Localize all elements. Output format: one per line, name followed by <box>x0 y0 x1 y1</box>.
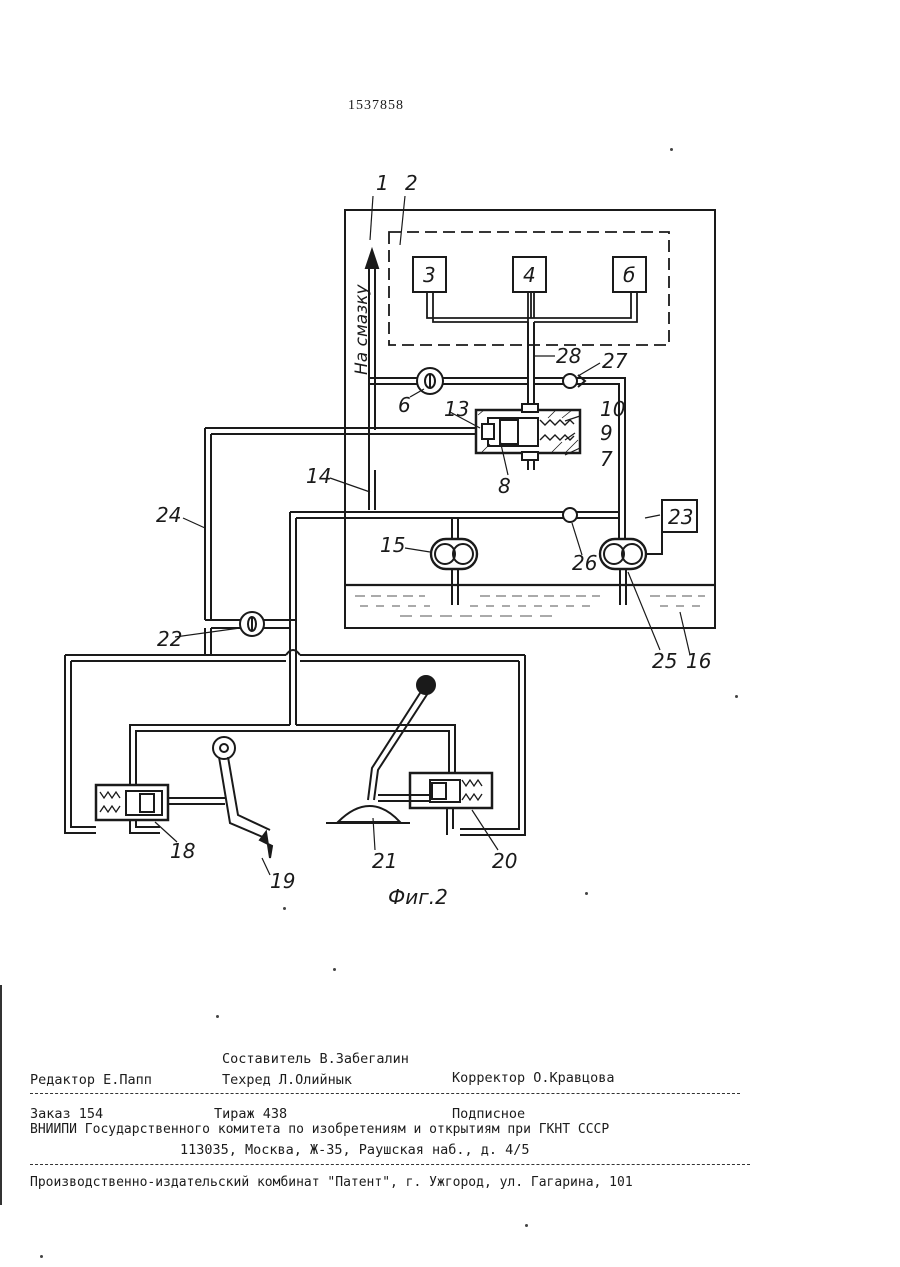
label-7: 7 <box>600 447 613 471</box>
figure-caption: Фиг.2 <box>388 885 448 909</box>
label-16: 16 <box>686 649 711 673</box>
imprint-editor: Редактор Е.Папп <box>30 1072 152 1088</box>
label-19: 19 <box>270 869 295 893</box>
separator-rule <box>30 1093 740 1094</box>
scan-speck <box>525 1224 528 1227</box>
imprint-subscription: Подписное <box>452 1106 525 1122</box>
lever-base-21 <box>338 806 400 822</box>
label-25: 25 <box>652 649 677 673</box>
label-23: 23 <box>668 505 693 529</box>
label-1: 1 <box>376 171 389 195</box>
scan-speck <box>40 1255 43 1258</box>
imprint-institute: ВНИИПИ Государственного комитета по изоб… <box>30 1122 609 1137</box>
scan-speck <box>283 907 286 910</box>
scan-speck <box>670 148 673 151</box>
label-14: 14 <box>306 464 331 488</box>
label-24: 24 <box>156 503 181 527</box>
imprint-techred: Техред Л.Олийнык <box>222 1072 352 1088</box>
imprint-printer: Производственно-издательский комбинат "П… <box>30 1175 633 1190</box>
label-5: б <box>623 263 635 287</box>
label-22: 22 <box>157 627 182 651</box>
scan-speck <box>216 1015 219 1018</box>
label-13: 13 <box>444 397 469 421</box>
check-valve-27 <box>563 374 577 388</box>
label-4: 4 <box>523 263 536 287</box>
check-valve-26 <box>563 508 577 522</box>
scan-edge-line <box>0 985 2 1205</box>
vertical-label: На смазку <box>352 283 372 375</box>
label-20: 20 <box>492 849 517 873</box>
imprint-circulation: Тираж 438 <box>214 1106 287 1122</box>
hydraulic-diagram: 1 2 3 4 б 6 13 10 9 7 8 28 27 14 24 15 2… <box>0 0 900 920</box>
label-15: 15 <box>380 533 405 557</box>
label-27: 27 <box>602 349 628 373</box>
label-26: 26 <box>572 551 597 575</box>
label-28: 28 <box>556 344 581 368</box>
imprint-address: 113035, Москва, Ж-35, Раушская наб., д. … <box>180 1142 530 1158</box>
imprint-order: Заказ 154 <box>30 1106 103 1122</box>
scan-speck <box>585 892 588 895</box>
label-3: 3 <box>423 263 436 287</box>
label-10: 10 <box>600 397 625 421</box>
label-9: 9 <box>600 421 613 445</box>
separator-rule <box>30 1164 750 1165</box>
label-21: 21 <box>372 849 397 873</box>
imprint-corrector: Корректор О.Кравцова <box>452 1070 615 1086</box>
label-2: 2 <box>405 171 418 195</box>
scan-speck <box>333 968 336 971</box>
pedal-pivot <box>213 737 235 759</box>
label-18: 18 <box>170 839 195 863</box>
imprint-compiler: Составитель В.Забегалин <box>222 1051 409 1067</box>
label-6: 6 <box>398 393 411 417</box>
scan-speck <box>735 695 738 698</box>
lever-knob <box>417 676 435 694</box>
label-8: 8 <box>498 474 511 498</box>
